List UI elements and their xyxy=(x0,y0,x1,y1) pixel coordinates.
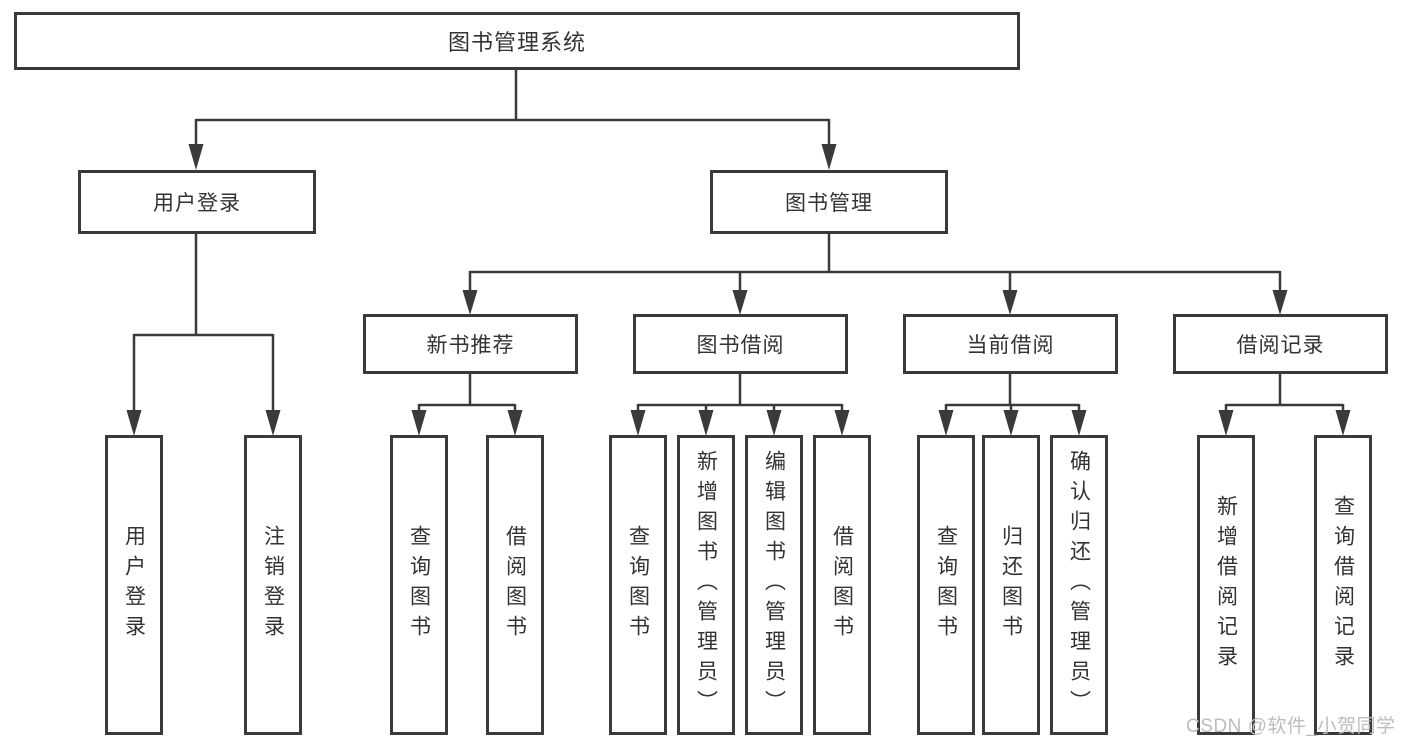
node-book-management: 图书管理 xyxy=(710,170,948,234)
leaf-query-borrow-record: 查询借阅记录 xyxy=(1314,435,1372,735)
node-label: 查询借阅记录 xyxy=(1331,495,1355,675)
node-label: 图书管理系统 xyxy=(447,30,586,55)
node-label: 新书推荐 xyxy=(426,334,515,357)
node-label: 用户登录 xyxy=(153,192,241,215)
node-book-borrow: 图书借阅 xyxy=(633,314,848,374)
node-label: 图书管理 xyxy=(785,192,873,215)
node-current-borrow: 当前借阅 xyxy=(903,314,1118,374)
node-label: 查询图书 xyxy=(934,525,958,645)
leaf-query-books-borrow: 查询图书 xyxy=(609,435,667,735)
node-label: 用户登录 xyxy=(122,525,146,645)
leaf-borrow-books-recommend: 借阅图书 xyxy=(486,435,544,735)
csdn-watermark: CSDN @软件_小贺同学 xyxy=(1186,716,1396,737)
leaf-edit-book-admin: 编辑图书（管理员） xyxy=(745,435,803,735)
node-label: 确认归还（管理员） xyxy=(1067,450,1091,720)
node-user-login: 用户登录 xyxy=(78,170,316,234)
leaf-logout: 注销登录 xyxy=(244,435,302,735)
leaf-return-book: 归还图书 xyxy=(982,435,1040,735)
leaf-add-book-admin: 新增图书（管理员） xyxy=(677,435,735,735)
leaf-query-books-current: 查询图书 xyxy=(917,435,975,735)
leaf-query-books-recommend: 查询图书 xyxy=(390,435,448,735)
node-label: 新增借阅记录 xyxy=(1214,495,1238,675)
node-label: 查询图书 xyxy=(407,525,431,645)
leaf-borrow-books: 借阅图书 xyxy=(813,435,871,735)
node-label: 借阅图书 xyxy=(830,525,854,645)
node-new-book-recommend: 新书推荐 xyxy=(363,314,578,374)
node-label: 编辑图书（管理员） xyxy=(762,450,786,720)
node-label: 注销登录 xyxy=(261,525,285,645)
node-label: 图书借阅 xyxy=(696,334,785,357)
node-label: 归还图书 xyxy=(999,525,1023,645)
node-label: 查询图书 xyxy=(626,525,650,645)
leaf-user-login: 用户登录 xyxy=(105,435,163,735)
node-borrow-record: 借阅记录 xyxy=(1173,314,1388,374)
leaf-add-borrow-record: 新增借阅记录 xyxy=(1197,435,1255,735)
node-label: 借阅图书 xyxy=(503,525,527,645)
node-label: 当前借阅 xyxy=(966,334,1055,357)
node-root-system: 图书管理系统 xyxy=(14,12,1020,70)
leaf-confirm-return-admin: 确认归还（管理员） xyxy=(1050,435,1108,735)
node-label: 借阅记录 xyxy=(1236,334,1325,357)
node-label: 新增图书（管理员） xyxy=(694,450,718,720)
